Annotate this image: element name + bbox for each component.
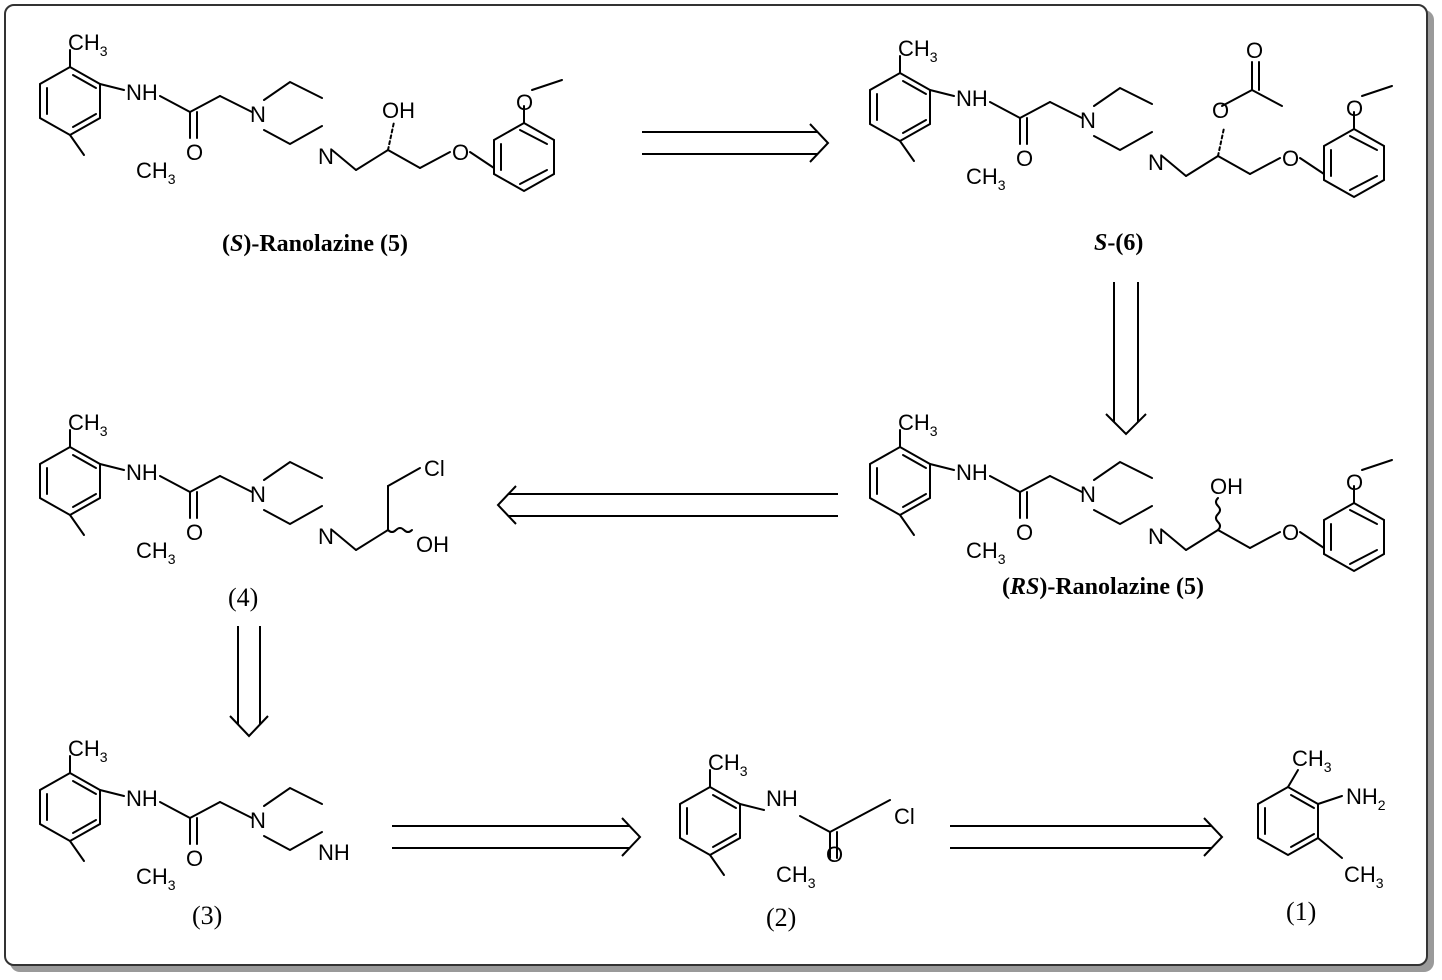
hydroxyl-label: OH <box>382 98 415 123</box>
compound-label-s-ranolazine: (S)-Ranolazine (5) <box>222 231 408 257</box>
carbonyl-o-label: O <box>186 140 203 165</box>
ch3-bottom-label: CH3 <box>136 864 176 893</box>
compound-s6: CH3 CH3 NH O N N O O O O S-(6) <box>869 36 1393 256</box>
methoxy-o-label: O <box>1346 470 1363 495</box>
ether-o-label: O <box>1282 146 1299 171</box>
compound-label-4: (4) <box>228 583 258 612</box>
piperazine-n1-label: N <box>1080 108 1096 133</box>
ch3-bottom-label: CH3 <box>136 158 176 187</box>
compound-4: CH3 CH3 NH O N N Cl OH (4) <box>39 410 449 612</box>
piperazine-n2-label: N <box>1148 150 1164 175</box>
retro-arrow-rs5-to-4 <box>496 485 838 525</box>
piperazine-n1-label: N <box>250 482 266 507</box>
amine-label: NH2 <box>1346 784 1386 813</box>
compound-label-rs-ranolazine: (RS)-Ranolazine (5) <box>1002 574 1204 600</box>
piperazine-n1-label: N <box>1080 482 1096 507</box>
nh-label: NH <box>766 786 798 811</box>
ether-o-label: O <box>1282 520 1299 545</box>
compound-2: CH3 CH3 NH O Cl (2) <box>679 750 915 932</box>
piperazine-n2-label: N <box>1148 524 1164 549</box>
nh-label: NH <box>126 460 158 485</box>
piperazine-n1-label: N <box>250 808 266 833</box>
methoxy-o-label: O <box>1346 96 1363 121</box>
nh-label: NH <box>126 786 158 811</box>
scheme-frame <box>4 4 1428 966</box>
compound-3: CH3 CH3 NH O N NH (3) <box>39 736 350 930</box>
piperazine-n2-label: N <box>318 144 334 169</box>
ch3-top-label: CH3 <box>68 410 108 439</box>
piperazine-n1-label: N <box>250 102 266 127</box>
carbonyl-o-label: O <box>1016 520 1033 545</box>
carbonyl-o-label: O <box>186 846 203 871</box>
retro-arrow-2-to-1 <box>950 817 1224 857</box>
compound-label-3: (3) <box>192 901 222 930</box>
ch3-bottom-label: CH3 <box>776 862 816 891</box>
piperazine-nh-label: NH <box>318 840 350 865</box>
nh-label: NH <box>956 86 988 111</box>
retro-arrow-5-to-6 <box>642 123 830 163</box>
compound-label-1: (1) <box>1286 897 1316 926</box>
carbonyl-o-label: O <box>186 520 203 545</box>
nh-label: NH <box>126 80 158 105</box>
ester-o-label: O <box>1212 98 1229 123</box>
compound-1: CH3 CH3 NH2 (1) <box>1257 746 1386 926</box>
hydroxyl-label: OH <box>416 532 449 557</box>
ch3-bottom-label: CH3 <box>1344 862 1384 891</box>
ch3-bottom-label: CH3 <box>966 164 1006 193</box>
ether-o-label: O <box>452 140 469 165</box>
ch3-top-label: CH3 <box>898 36 938 65</box>
retro-arrow-3-to-2 <box>392 817 642 857</box>
retro-arrow-4-to-3 <box>229 626 269 738</box>
chloro-label: Cl <box>424 456 445 481</box>
carbonyl-o-label: O <box>1016 146 1033 171</box>
compound-label-s6: S-(6) <box>1094 230 1143 256</box>
ch3-top-label: CH3 <box>708 750 748 779</box>
retro-arrow-6-to-rs5 <box>1105 282 1147 436</box>
ch3-top-label: CH3 <box>898 410 938 439</box>
chloro-label: Cl <box>894 804 915 829</box>
compound-s-ranolazine: CH3 CH3 NH O N N OH O O (S)-Ranolazine (… <box>39 30 563 257</box>
ch3-top-label: CH3 <box>68 736 108 765</box>
ch3-top-label: CH3 <box>68 30 108 59</box>
carbonyl-o-label: O <box>826 842 843 867</box>
methoxy-o-label: O <box>516 90 533 115</box>
ch3-top-label: CH3 <box>1292 746 1332 775</box>
ch3-bottom-label: CH3 <box>966 538 1006 567</box>
compound-label-2: (2) <box>766 903 796 932</box>
compound-rs-ranolazine: CH3 CH3 NH O N N OH O O (RS)-Ranolazine … <box>869 410 1393 600</box>
nh-label: NH <box>956 460 988 485</box>
piperazine-n2-label: N <box>318 524 334 549</box>
hydroxyl-label: OH <box>1210 474 1243 499</box>
acetyl-o-label: O <box>1246 38 1263 63</box>
ch3-bottom-label: CH3 <box>136 538 176 567</box>
